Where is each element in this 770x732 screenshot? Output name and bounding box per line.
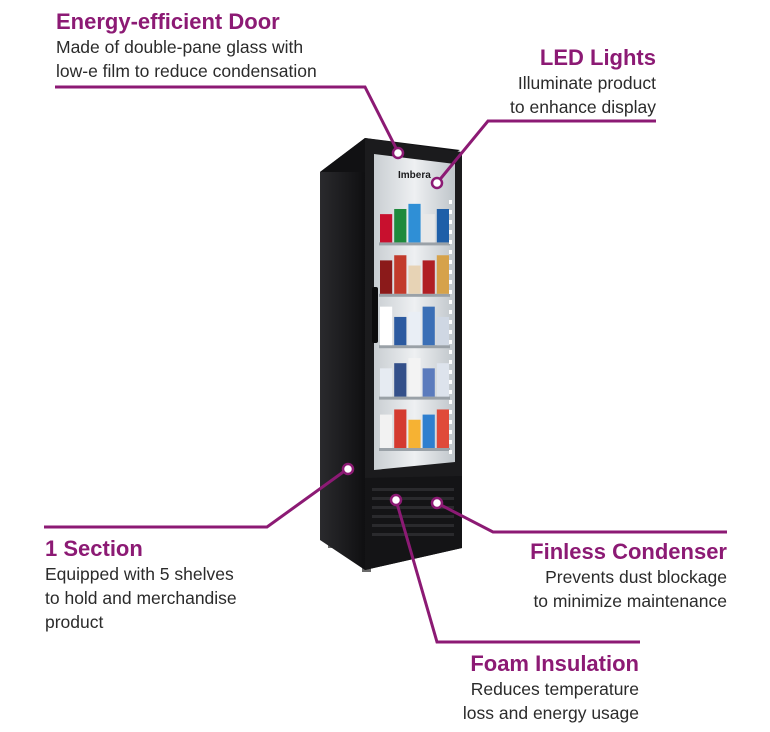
callout-foam-insulation: Foam Insulation Reduces temperature loss…: [463, 650, 639, 725]
led-dot: [449, 340, 452, 344]
leader-door: [55, 85, 400, 153]
led-dot: [449, 260, 452, 264]
grille-slot: [372, 533, 454, 536]
leader-lines: [44, 85, 727, 644]
callout-description: Illuminate product to enhance display: [510, 73, 656, 117]
shelf-4: [379, 396, 450, 400]
callout-description: Reduces temperature loss and energy usag…: [462, 679, 639, 723]
dot-led: [430, 176, 444, 190]
led-dot: [449, 360, 452, 364]
brand-logo: Imbera: [398, 170, 431, 181]
led-dot: [449, 370, 452, 374]
grille-slot: [372, 506, 454, 509]
product-item: [422, 306, 435, 346]
leader-foam: [394, 499, 640, 644]
callout-description: Made of double-pane glass with low-e fil…: [56, 37, 317, 81]
product-item: [436, 208, 449, 243]
product-item: [394, 316, 407, 346]
product-item: [380, 368, 393, 397]
led-dot: [449, 290, 452, 294]
dot-door: [391, 146, 405, 160]
led-dot: [449, 240, 452, 244]
callout-title: Foam Insulation: [470, 651, 639, 676]
shelf-1: [379, 242, 450, 246]
callout-title: LED Lights: [539, 45, 656, 70]
leader-condenser: [436, 501, 727, 534]
product-item: [394, 255, 407, 294]
led-dot: [449, 270, 452, 274]
grille-slots: [372, 488, 454, 536]
led-dot: [449, 330, 452, 334]
shelf-2: [379, 293, 450, 297]
door-handle: [372, 287, 378, 343]
led-dot: [449, 400, 452, 404]
led-dot: [449, 280, 452, 284]
led-strip: [449, 200, 452, 454]
shelf-5: [379, 448, 450, 451]
grille-slot: [372, 497, 454, 500]
grille-slot: [372, 524, 454, 527]
product-item: [380, 414, 393, 448]
led-dot: [449, 230, 452, 234]
product-item: [436, 409, 449, 448]
callout-energy-efficient-door: Energy-efficient Door Made of double-pan…: [56, 8, 317, 83]
product-item: [408, 311, 421, 346]
product-item: [394, 208, 407, 243]
led-dot: [449, 450, 452, 454]
led-dot: [449, 250, 452, 254]
led-dot: [449, 390, 452, 394]
shelves: [379, 203, 450, 451]
product-item: [380, 214, 393, 243]
callout-1-section: 1 Section Equipped with 5 shelves to hol…: [45, 535, 237, 634]
product-item: [436, 316, 449, 346]
shelf-3: [379, 345, 450, 349]
grille-slot: [372, 488, 454, 491]
product-item: [394, 409, 407, 448]
callout-title: 1 Section: [45, 536, 143, 561]
product-item: [380, 260, 393, 294]
led-dot: [449, 220, 452, 224]
leader-led: [435, 119, 656, 184]
leader-dots: [341, 146, 444, 510]
product-item: [408, 265, 421, 294]
led-dot: [449, 430, 452, 434]
product-item: [422, 260, 435, 294]
led-dot: [449, 420, 452, 424]
led-dot: [449, 310, 452, 314]
led-dot: [449, 410, 452, 414]
callout-led-lights: LED Lights Illuminate product to enhance…: [510, 44, 656, 119]
grille-slot: [372, 515, 454, 518]
product-item: [422, 368, 435, 397]
callout-description: Equipped with 5 shelves to hold and merc…: [45, 564, 237, 632]
dot-foam: [389, 493, 403, 507]
callout-description: Prevents dust blockage to minimize maint…: [533, 567, 727, 611]
led-dot: [449, 440, 452, 444]
product-item: [394, 363, 407, 397]
led-dot: [449, 380, 452, 384]
product-item: [422, 414, 435, 448]
product-item: [408, 358, 421, 397]
product-item: [380, 306, 393, 346]
callout-title: Energy-efficient Door: [56, 9, 280, 34]
led-dot: [449, 210, 452, 214]
led-dot: [449, 350, 452, 354]
led-dot: [449, 200, 452, 204]
leader-section: [44, 468, 347, 529]
cabinet-side-panel: [320, 138, 365, 570]
callout-title: Finless Condenser: [530, 539, 727, 564]
refrigerator-illustration: Imbera: [320, 138, 462, 572]
product-item: [408, 419, 421, 448]
dot-section: [341, 462, 355, 476]
led-dot: [449, 300, 452, 304]
dot-condenser: [430, 496, 444, 510]
product-item: [408, 203, 421, 243]
product-item: [436, 363, 449, 397]
product-item: [436, 255, 449, 294]
callout-finless-condenser: Finless Condenser Prevents dust blockage…: [530, 538, 727, 613]
product-item: [422, 214, 435, 243]
led-dot: [449, 320, 452, 324]
